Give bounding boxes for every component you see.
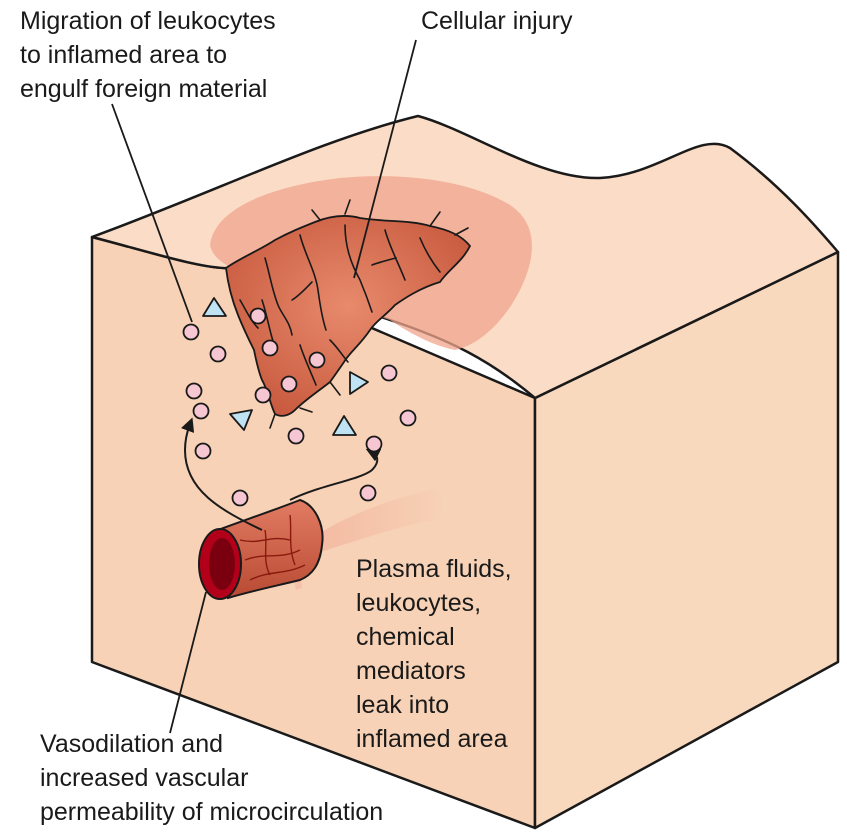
label-line: mediators	[356, 657, 466, 685]
leukocyte	[380, 364, 398, 382]
label-line: permeability of microcirculation	[40, 798, 384, 826]
label-line: leak into	[356, 691, 450, 719]
plasma-leak-stream	[310, 488, 445, 552]
label-line: Vasodilation and	[40, 730, 224, 758]
vessel-lumen	[209, 538, 235, 590]
leukocyte	[192, 402, 210, 420]
migration-arrows	[180, 417, 382, 531]
blood-vessel	[198, 498, 324, 600]
leader-leukocyte-migration	[111, 103, 193, 323]
leader-lines	[111, 39, 417, 734]
leukocyte	[249, 307, 267, 325]
leukocyte	[182, 323, 200, 341]
label-line: Cellular injury	[421, 7, 573, 35]
leukocytes	[182, 307, 417, 507]
label-cellular-injury: Cellular injury	[421, 4, 572, 38]
leukocyte	[287, 427, 305, 445]
label-line: increased vascular	[40, 764, 249, 792]
wound-cracks	[239, 199, 469, 429]
leukocyte	[359, 484, 377, 502]
leukocyte	[231, 489, 249, 507]
mediator-triangle	[332, 415, 357, 436]
leukocyte	[209, 345, 227, 363]
label-plasma-leak: Plasma fluids, leukocytes, chemical medi…	[356, 552, 512, 756]
chemical-mediators	[202, 297, 369, 436]
leader-vasodilation	[169, 591, 207, 734]
wound-area	[225, 215, 472, 417]
right-migration-arrow	[289, 448, 382, 501]
tissue-block	[90, 114, 840, 830]
leader-cellular-injury	[353, 39, 417, 279]
vessel-capillaries	[239, 514, 306, 581]
label-vasodilation: Vasodilation and increased vascular perm…	[40, 727, 383, 829]
injured-tissue	[225, 199, 472, 429]
label-line: leukocytes,	[356, 589, 482, 617]
label-line: Plasma fluids,	[356, 555, 512, 583]
leukocyte	[308, 351, 326, 369]
label-line: chemical	[356, 623, 455, 651]
left-migration-arrow	[180, 417, 263, 531]
leukocyte	[365, 435, 383, 453]
label-line: inflamed area	[356, 725, 508, 753]
label-line: to inflamed area to	[20, 41, 228, 69]
leukocyte	[254, 386, 272, 404]
label-line: engulf foreign material	[20, 75, 268, 103]
mediator-triangle	[229, 409, 253, 431]
vessel-body	[216, 498, 324, 600]
leukocyte	[399, 409, 417, 427]
leukocyte	[280, 375, 298, 393]
mediator-triangle	[202, 297, 227, 317]
label-line: Migration of leukocytes	[20, 7, 276, 35]
label-leukocyte-migration: Migration of leukocytes to inflamed area…	[20, 4, 276, 106]
leukocyte	[185, 382, 203, 400]
mediator-triangle	[349, 371, 369, 395]
leukocyte	[261, 339, 279, 357]
leukocyte	[194, 442, 212, 460]
